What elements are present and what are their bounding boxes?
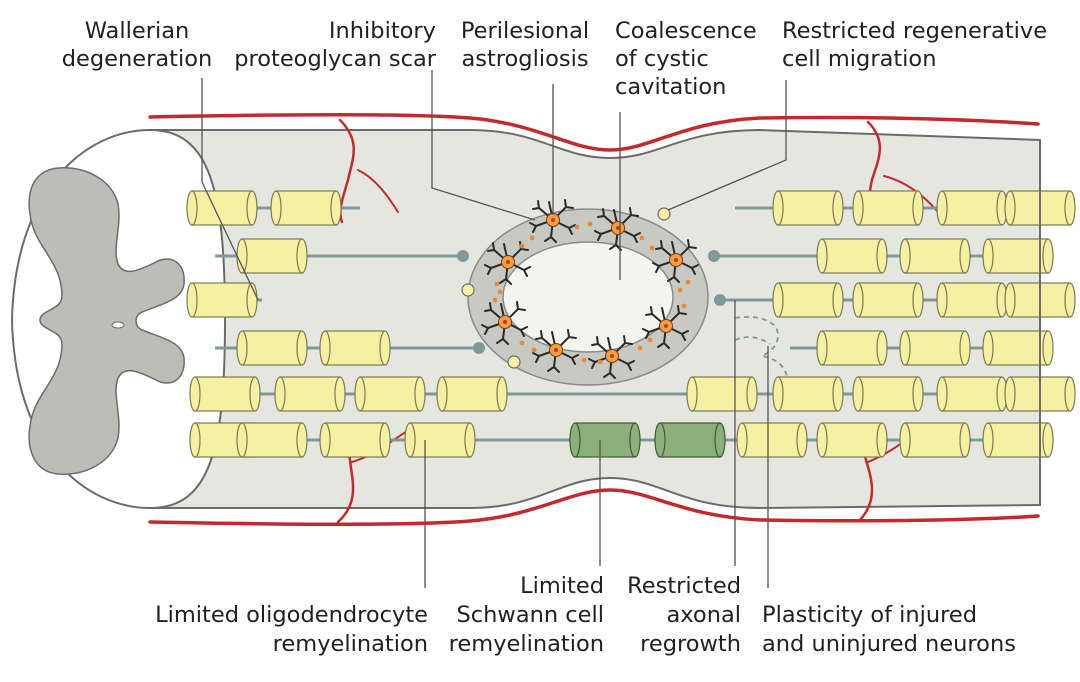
proteoglycan-dots bbox=[492, 221, 691, 365]
grey-matter bbox=[28, 167, 185, 475]
label-axonal-regrowth: Restricted bbox=[627, 573, 741, 599]
label-cystic-cavitation: of cystic bbox=[615, 46, 709, 72]
label-schwann-remyelination: remyelination bbox=[449, 631, 604, 657]
label-restricted-cell-migration: cell migration bbox=[782, 46, 936, 72]
label-neuronal-plasticity: Plasticity of injured bbox=[762, 602, 977, 628]
label-wallerian-degeneration: Wallerian bbox=[85, 18, 190, 44]
plasticity-sprouts bbox=[734, 316, 788, 389]
label-proteoglycan-scar: Inhibitory bbox=[329, 18, 436, 44]
axon-bulb bbox=[708, 250, 720, 262]
axon-bulb bbox=[457, 250, 469, 262]
blood-vessels bbox=[148, 113, 1040, 526]
labels: Wallerian degeneration Inhibitory proteo… bbox=[62, 18, 1047, 657]
label-restricted-cell-migration: Restricted regenerative bbox=[782, 18, 1047, 44]
label-perilesional-astrogliosis: astrogliosis bbox=[461, 46, 588, 72]
axon-bulb bbox=[473, 342, 485, 354]
label-proteoglycan-scar: proteoglycan scar bbox=[234, 46, 437, 72]
label-axonal-regrowth: axonal bbox=[667, 602, 741, 628]
lesion-site bbox=[467, 199, 709, 386]
label-cystic-cavitation: cavitation bbox=[615, 74, 726, 100]
migrating-cell bbox=[461, 283, 475, 297]
label-axonal-regrowth: regrowth bbox=[640, 631, 741, 657]
label-perilesional-astrogliosis: Perilesional bbox=[461, 18, 589, 44]
label-wallerian-degeneration: degeneration bbox=[62, 46, 213, 72]
axon-retraction-bulbs bbox=[457, 250, 726, 354]
leader-lines bbox=[201, 70, 787, 588]
label-oligodendrocyte-remyelination: Limited oligodendrocyte bbox=[155, 602, 428, 628]
axon-bulb bbox=[714, 294, 726, 306]
label-cystic-cavitation: Coalescence bbox=[615, 18, 757, 44]
migrating-cell bbox=[657, 207, 671, 221]
label-schwann-remyelination: Limited bbox=[520, 573, 604, 599]
label-schwann-remyelination: Schwann cell bbox=[457, 602, 605, 628]
migrating-cells bbox=[461, 207, 671, 369]
label-neuronal-plasticity: and uninjured neurons bbox=[762, 631, 1016, 657]
migrating-cell bbox=[507, 355, 521, 369]
label-oligodendrocyte-remyelination: remyelination bbox=[273, 631, 428, 657]
central-canal bbox=[111, 321, 125, 329]
cystic-cavity bbox=[502, 241, 674, 353]
